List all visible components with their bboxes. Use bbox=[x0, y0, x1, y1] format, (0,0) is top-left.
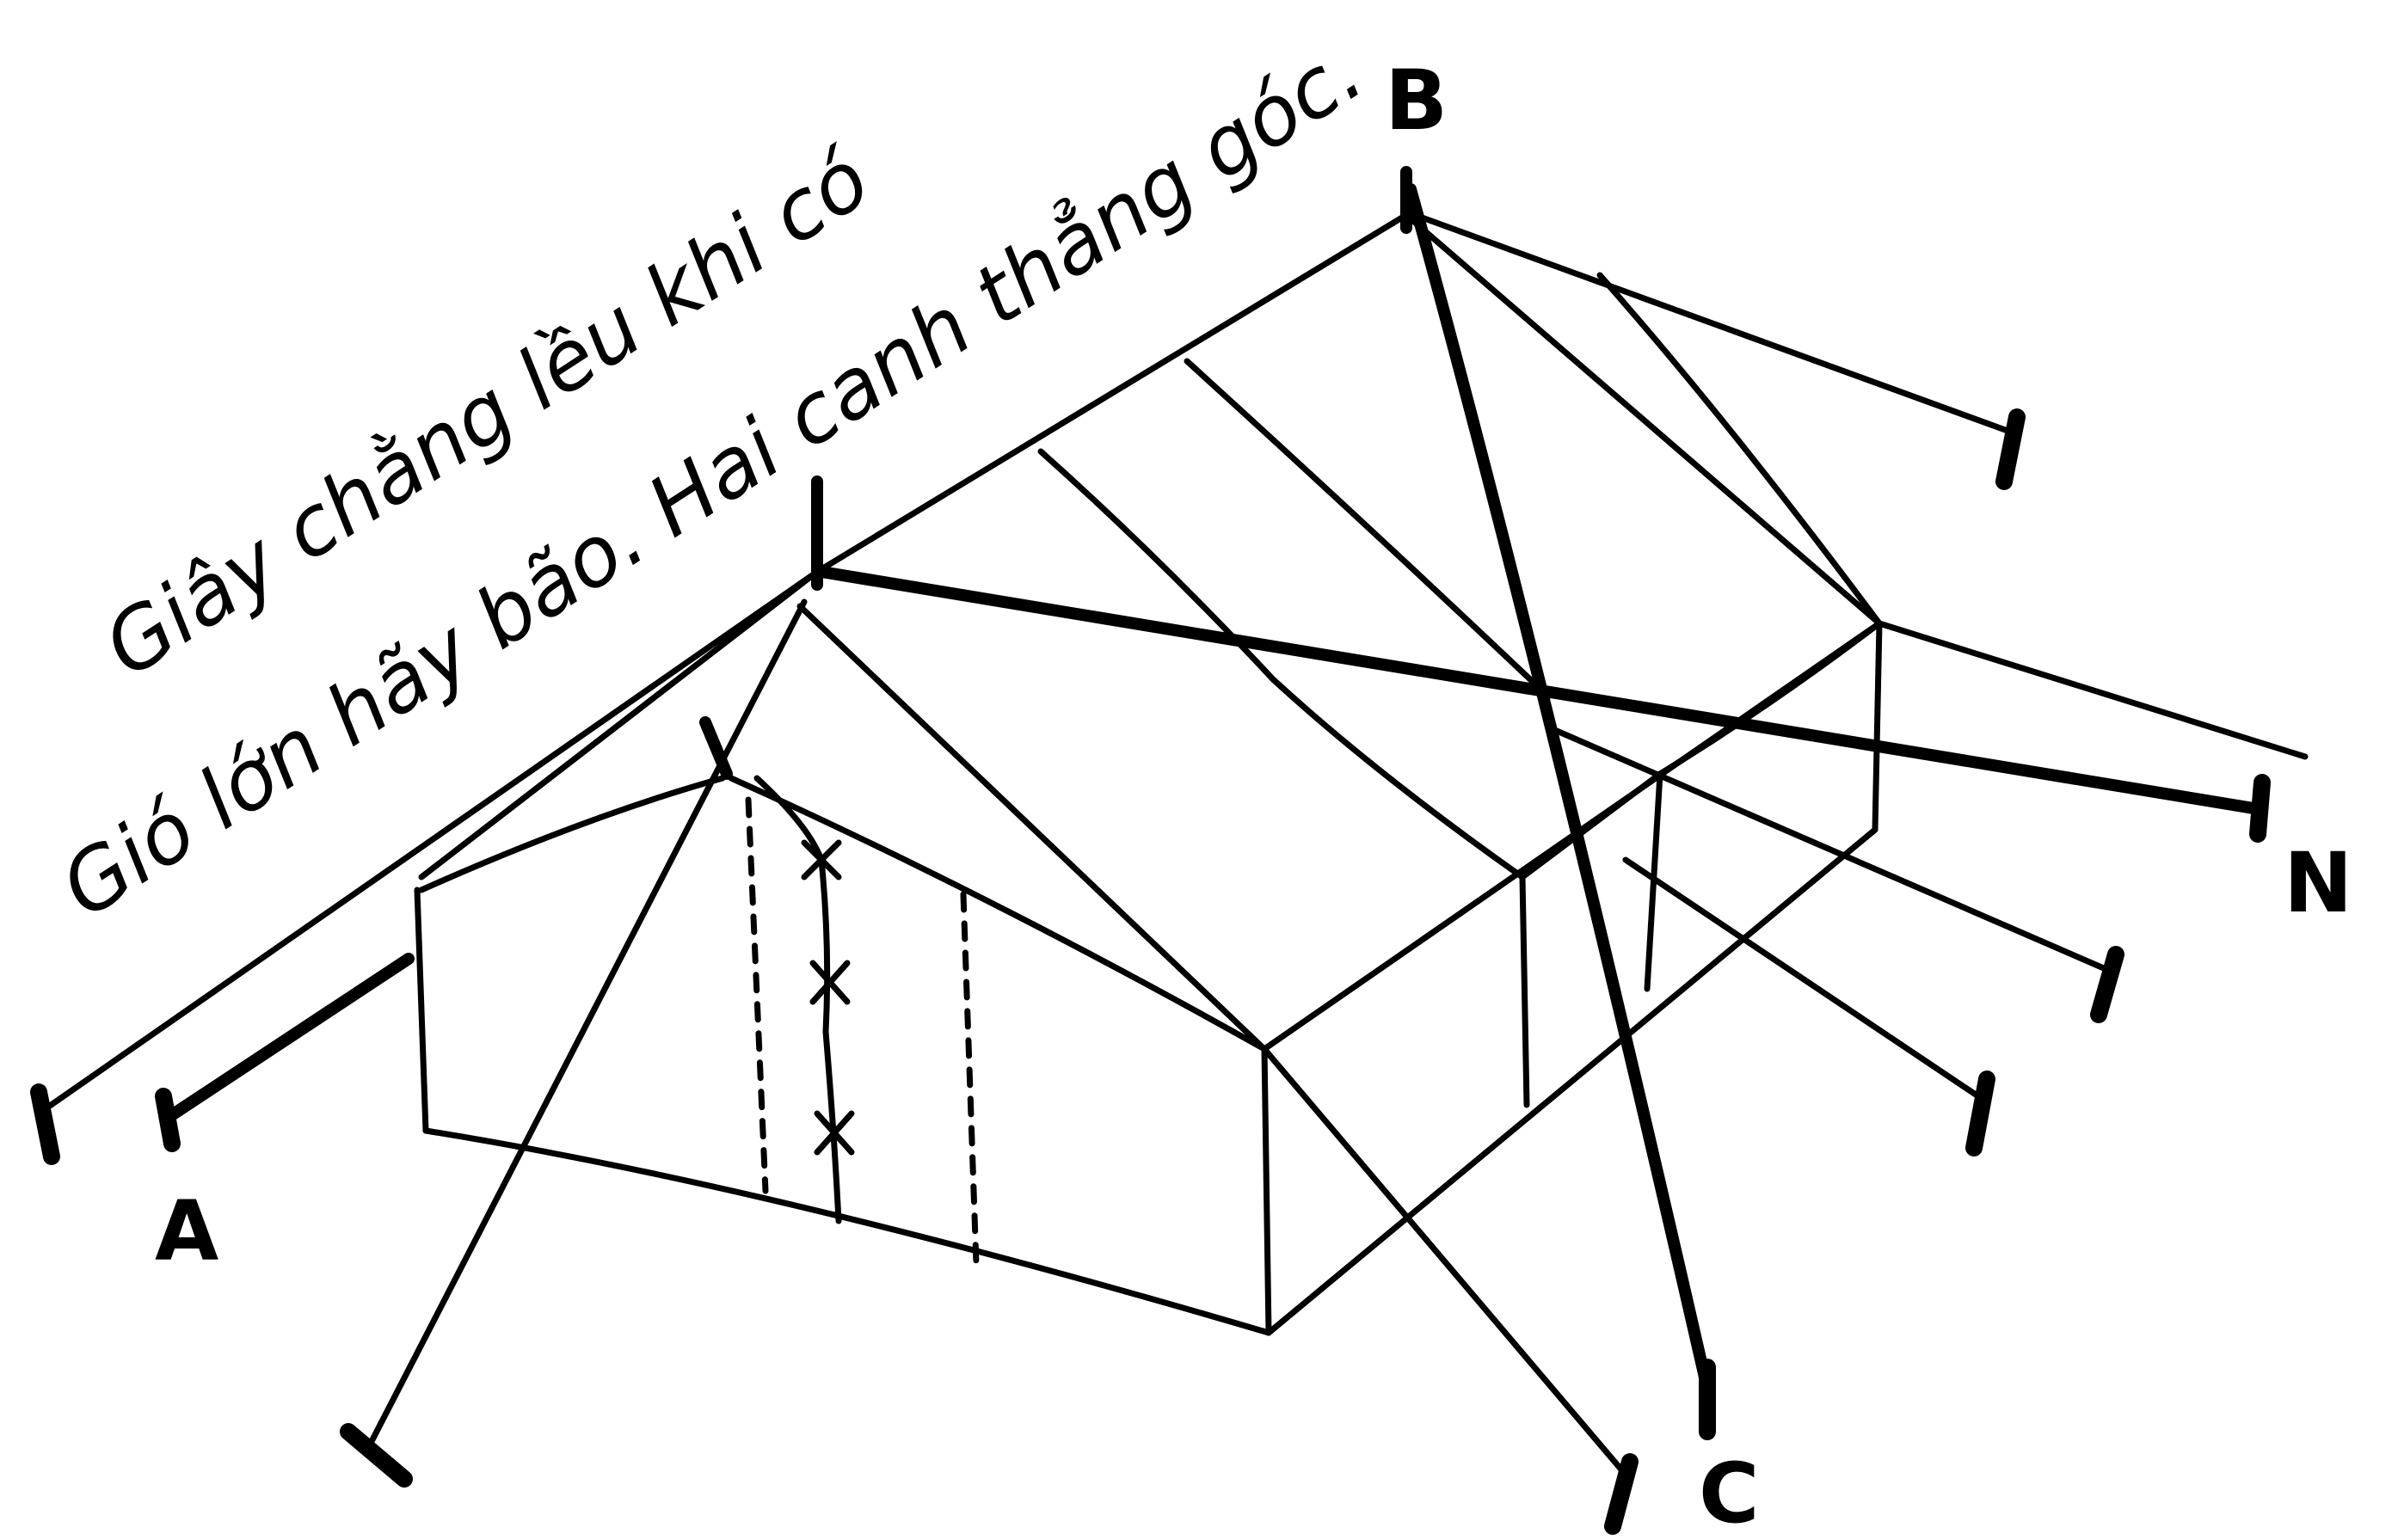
side-wall-line-a bbox=[1657, 620, 1883, 777]
stake-back-upper bbox=[1995, 408, 2026, 490]
guy-front-down bbox=[362, 598, 808, 1457]
guy-back-right bbox=[1876, 620, 2309, 760]
caption: Giây chằng lều khi có Gió lớn hãy bão. H… bbox=[45, 23, 1380, 936]
label-N: N bbox=[2284, 835, 2352, 931]
stake-A bbox=[155, 1088, 181, 1152]
back-roof-edge bbox=[1403, 212, 1883, 627]
stakes bbox=[30, 408, 2271, 1535]
door-fold-left bbox=[745, 796, 769, 1194]
door-fold-right bbox=[960, 891, 980, 1267]
point-labels: A B C N bbox=[155, 52, 2352, 1540]
label-A: A bbox=[155, 1183, 218, 1279]
stake-front-down bbox=[340, 1423, 413, 1488]
roof-seam-1 bbox=[1037, 448, 1526, 880]
roof-seam-2 bbox=[1184, 358, 1552, 700]
door-seam bbox=[753, 775, 842, 1224]
front-wall-bottom bbox=[422, 1127, 1272, 1336]
ridge-line bbox=[814, 212, 1410, 575]
front-roof-right bbox=[796, 603, 1268, 1052]
guy-B-C bbox=[1405, 183, 1713, 1395]
tent-body bbox=[414, 166, 1883, 1336]
front-wall-right bbox=[1261, 1046, 1272, 1336]
guy-lines bbox=[35, 183, 2309, 1478]
label-B: B bbox=[1385, 52, 1448, 149]
guy-side-2 bbox=[1622, 856, 1982, 1100]
guy-side-1 bbox=[1553, 727, 2115, 975]
front-roof-left bbox=[418, 568, 821, 880]
stake-front-right bbox=[1604, 1453, 1639, 1535]
guy-front-right bbox=[1261, 1046, 1629, 1478]
stake-N bbox=[2249, 774, 2271, 843]
door-pole-top bbox=[699, 716, 733, 780]
stake-side-1 bbox=[2090, 946, 2124, 1023]
front-wall-left bbox=[414, 887, 429, 1134]
side-wall-line-b bbox=[1519, 770, 1663, 880]
stake-side-2 bbox=[1965, 1071, 1995, 1157]
side-wall-bottom bbox=[1265, 826, 1878, 1336]
guy-back-ridge bbox=[1596, 272, 1883, 627]
side-wall-post-1 bbox=[1519, 874, 1530, 1108]
guy-front-left bbox=[35, 568, 821, 1117]
side-wall-back bbox=[1872, 620, 1883, 833]
toggle-2 bbox=[809, 960, 851, 1005]
toggle-1 bbox=[801, 839, 842, 880]
stake-front-left bbox=[30, 1083, 60, 1165]
door-toggles bbox=[801, 839, 855, 1156]
guy-back-upper bbox=[1411, 212, 2020, 438]
front-gable-left bbox=[418, 775, 726, 893]
guy-A bbox=[162, 953, 415, 1124]
toggle-3 bbox=[814, 1110, 855, 1156]
label-C: C bbox=[1699, 1445, 1759, 1540]
caption-line-2: Gió lớn hãy bão. Hai canh thẳng góc. bbox=[45, 23, 1380, 936]
front-gable-right bbox=[728, 775, 1268, 1052]
